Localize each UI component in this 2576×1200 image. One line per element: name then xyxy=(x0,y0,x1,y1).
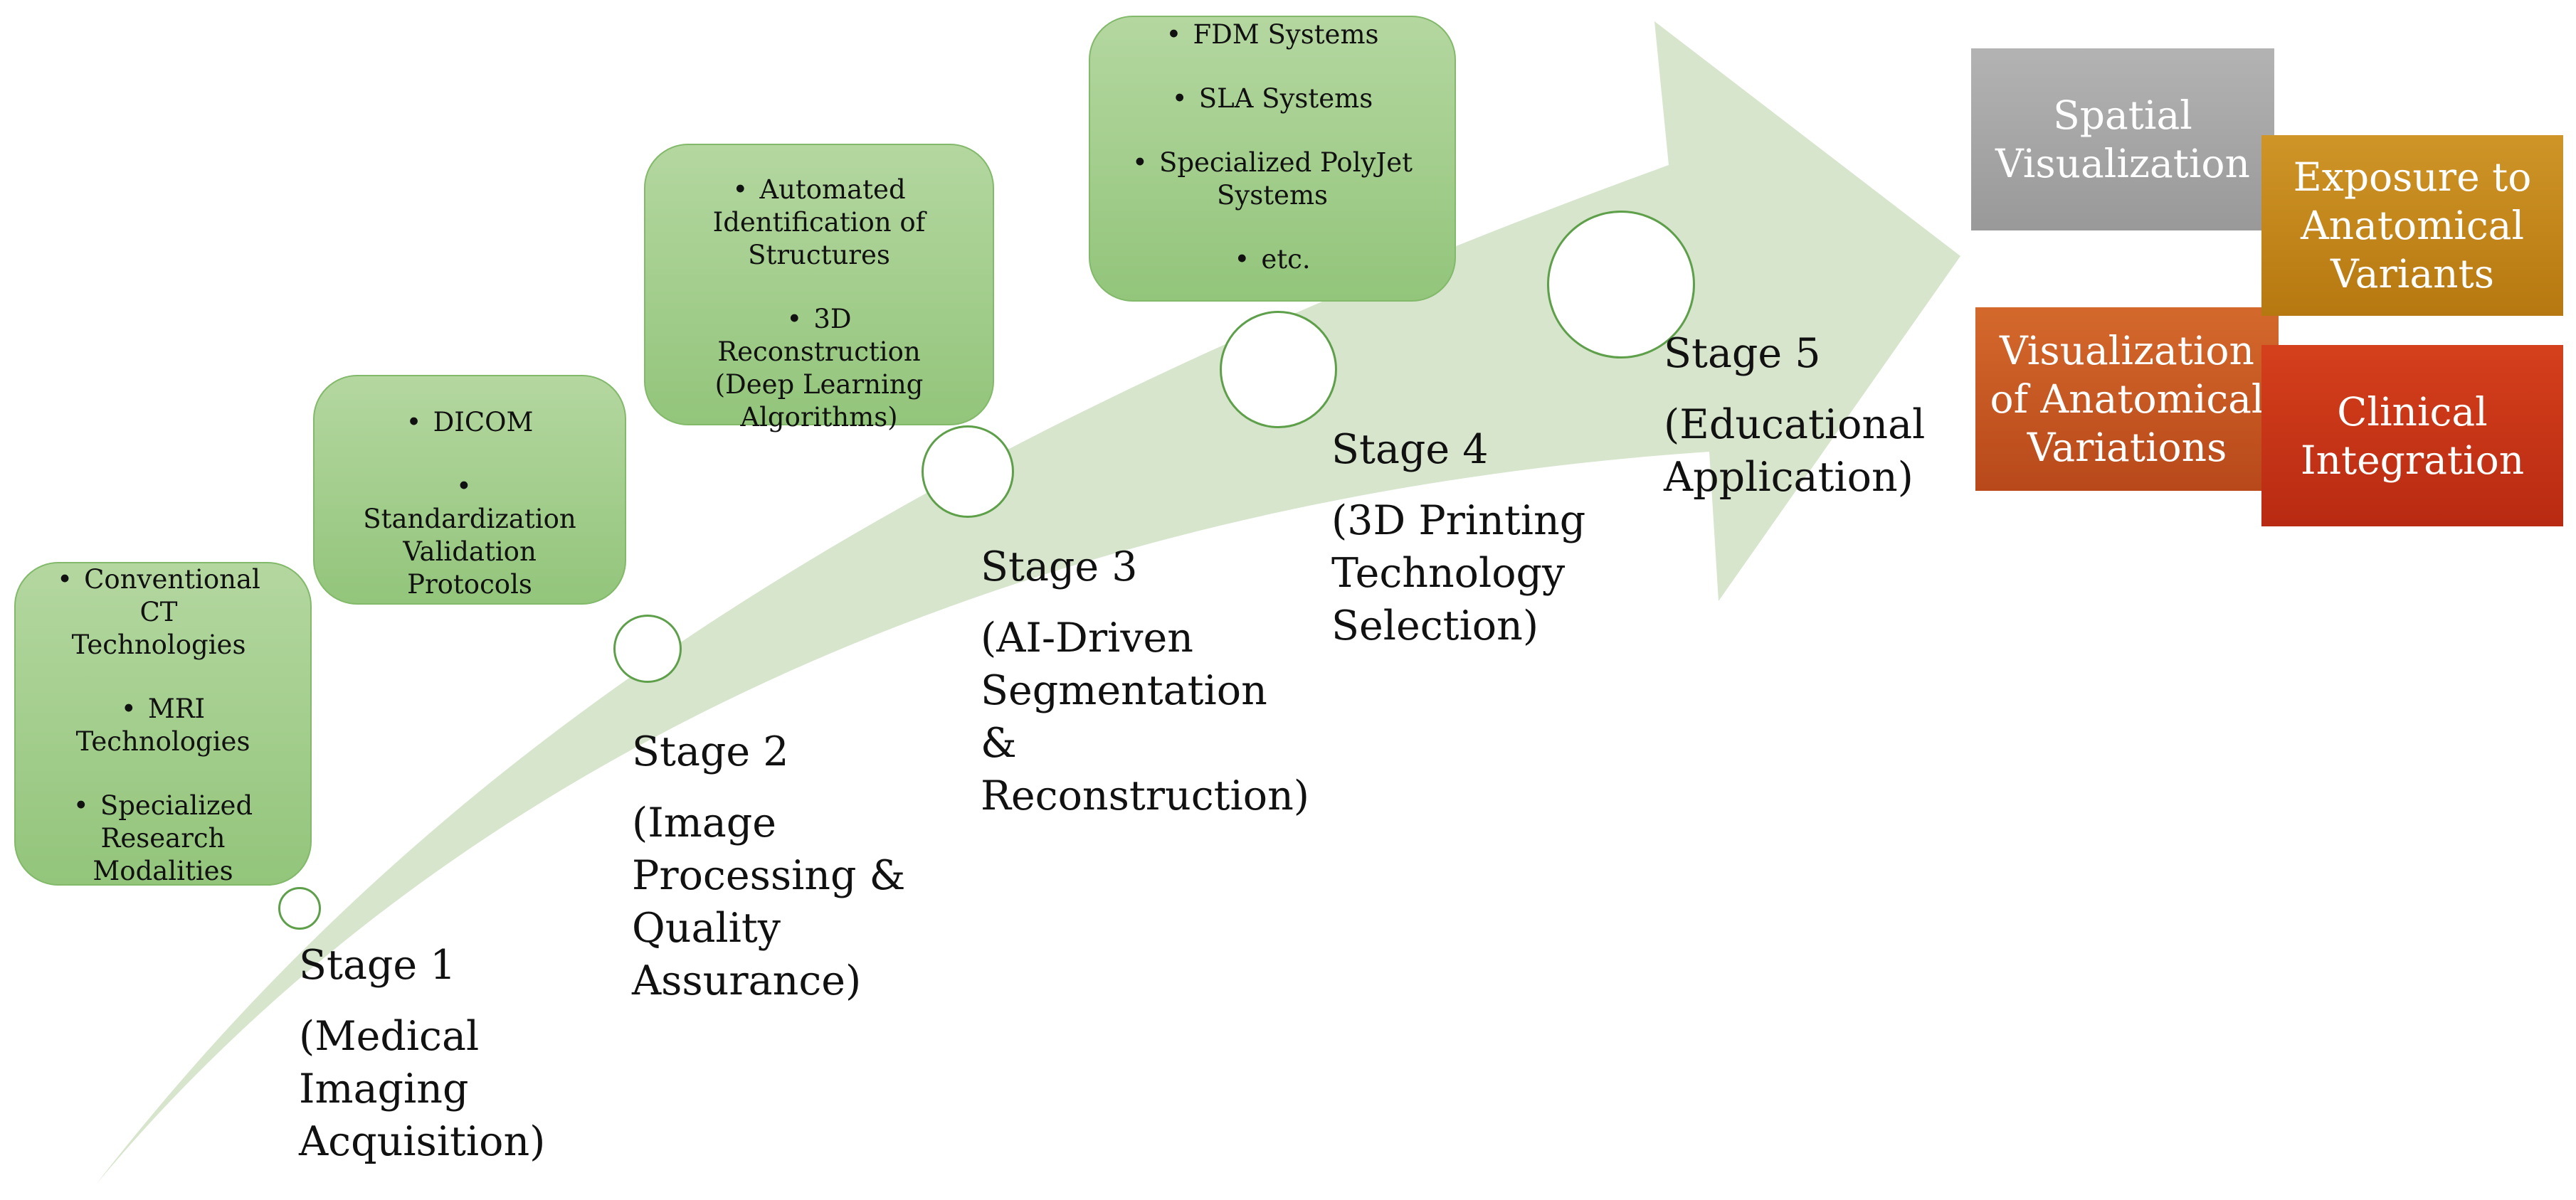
stage-1-items-box: Conventional CT Technologies MRI Technol… xyxy=(14,562,312,886)
stage-1-description: (Medical Imaging Acquisition) xyxy=(299,1013,546,1165)
stage-3-item: 3D Reconstruction (Deep Learning Algorit… xyxy=(645,303,993,434)
outcome-clinical-integration: Clinical Integration xyxy=(2261,345,2563,526)
stage-4-items-box: FDM Systems SLA Systems Specialized Poly… xyxy=(1089,16,1456,302)
stage-4-title: Stage 4 xyxy=(1331,426,1489,473)
outcome-exposure-anatomical-variants: Exposure to Anatomical Variants xyxy=(2261,135,2563,316)
stage-1-node-circle xyxy=(278,887,321,930)
stage-2-items-box: DICOM Standardization Validation Protoco… xyxy=(313,375,626,605)
stage-2-label: Stage 2 (Image Processing & Quality Assu… xyxy=(632,726,917,1007)
stage-3-label: Stage 3 (AI-Driven Segmentation & Recons… xyxy=(981,541,1310,822)
stage-2-title: Stage 2 xyxy=(632,728,789,775)
stage-4-item: FDM Systems xyxy=(1090,18,1455,51)
stage-5-title: Stage 5 xyxy=(1664,330,1821,377)
stage-2-item: Standardization Validation Protocols xyxy=(315,470,625,601)
stage-3-title: Stage 3 xyxy=(981,543,1138,590)
stage-5-label: Stage 5 (Educational Application) xyxy=(1664,327,1948,504)
stage-2-description: (Image Processing & Quality Assurance) xyxy=(632,800,906,1004)
stage-5-description: (Educational Application) xyxy=(1664,401,1926,501)
stage-5-node-circle xyxy=(1547,211,1695,359)
outcome-visualization-anatomical-variations: Visualization of Anatomical Variations xyxy=(1975,307,2279,491)
stage-4-description: (3D Printing Technology Selection) xyxy=(1331,497,1586,649)
stage-1-label: Stage 1 (Medical Imaging Acquisition) xyxy=(299,939,546,1168)
curved-arrow-shape xyxy=(96,21,1960,1184)
stage-1-title: Stage 1 xyxy=(299,942,456,989)
stage-3-node-circle xyxy=(922,425,1014,518)
stage-1-item: Specialized Research Modalities xyxy=(16,790,310,888)
stage-3-items-box: Automated Identification of Structures 3… xyxy=(644,144,994,432)
stage-2-node-circle xyxy=(613,615,682,683)
stage-4-node-circle xyxy=(1220,311,1337,428)
outcome-spatial-visualization: Spatial Visualization xyxy=(1971,48,2274,230)
stage-4-item: Specialized PolyJet Systems xyxy=(1090,147,1455,212)
stage-4-label: Stage 4 (3D Printing Technology Selectio… xyxy=(1331,423,1588,652)
stage-1-item: MRI Technologies xyxy=(16,693,310,758)
stage-2-item: DICOM xyxy=(315,406,625,439)
stage-4-item: etc. xyxy=(1090,243,1455,276)
stage-1-item: Conventional CT Technologies xyxy=(16,563,310,662)
stage-3-description: (AI-Driven Segmentation & Reconstruction… xyxy=(981,615,1310,819)
stage-4-item: SLA Systems xyxy=(1090,83,1455,115)
stage-3-item: Automated Identification of Structures xyxy=(645,174,993,272)
